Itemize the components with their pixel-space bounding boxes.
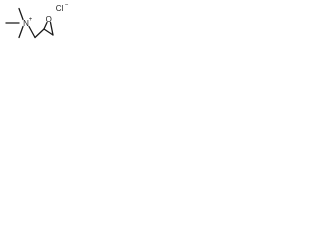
ring-carbon-oxygen-bond bbox=[43, 21, 48, 30]
nitrogen-label: N bbox=[23, 19, 29, 28]
methyl-bond-bottom bbox=[18, 25, 24, 39]
ch2-ring-bond bbox=[34, 28, 45, 39]
methyl-bond-top bbox=[18, 7, 24, 21]
nitrogen-charge: + bbox=[29, 17, 33, 23]
ring-carbon-carbon-bond bbox=[43, 28, 54, 36]
chloride-charge: − bbox=[65, 3, 69, 9]
n-ch2-bond bbox=[28, 25, 36, 39]
chloride-label: Cl bbox=[56, 4, 64, 13]
oxygen-label: O bbox=[46, 15, 52, 24]
ring-oxygen-carbon-bond bbox=[49, 21, 54, 36]
chemical-structure: N + O Cl − bbox=[5, 3, 69, 39]
